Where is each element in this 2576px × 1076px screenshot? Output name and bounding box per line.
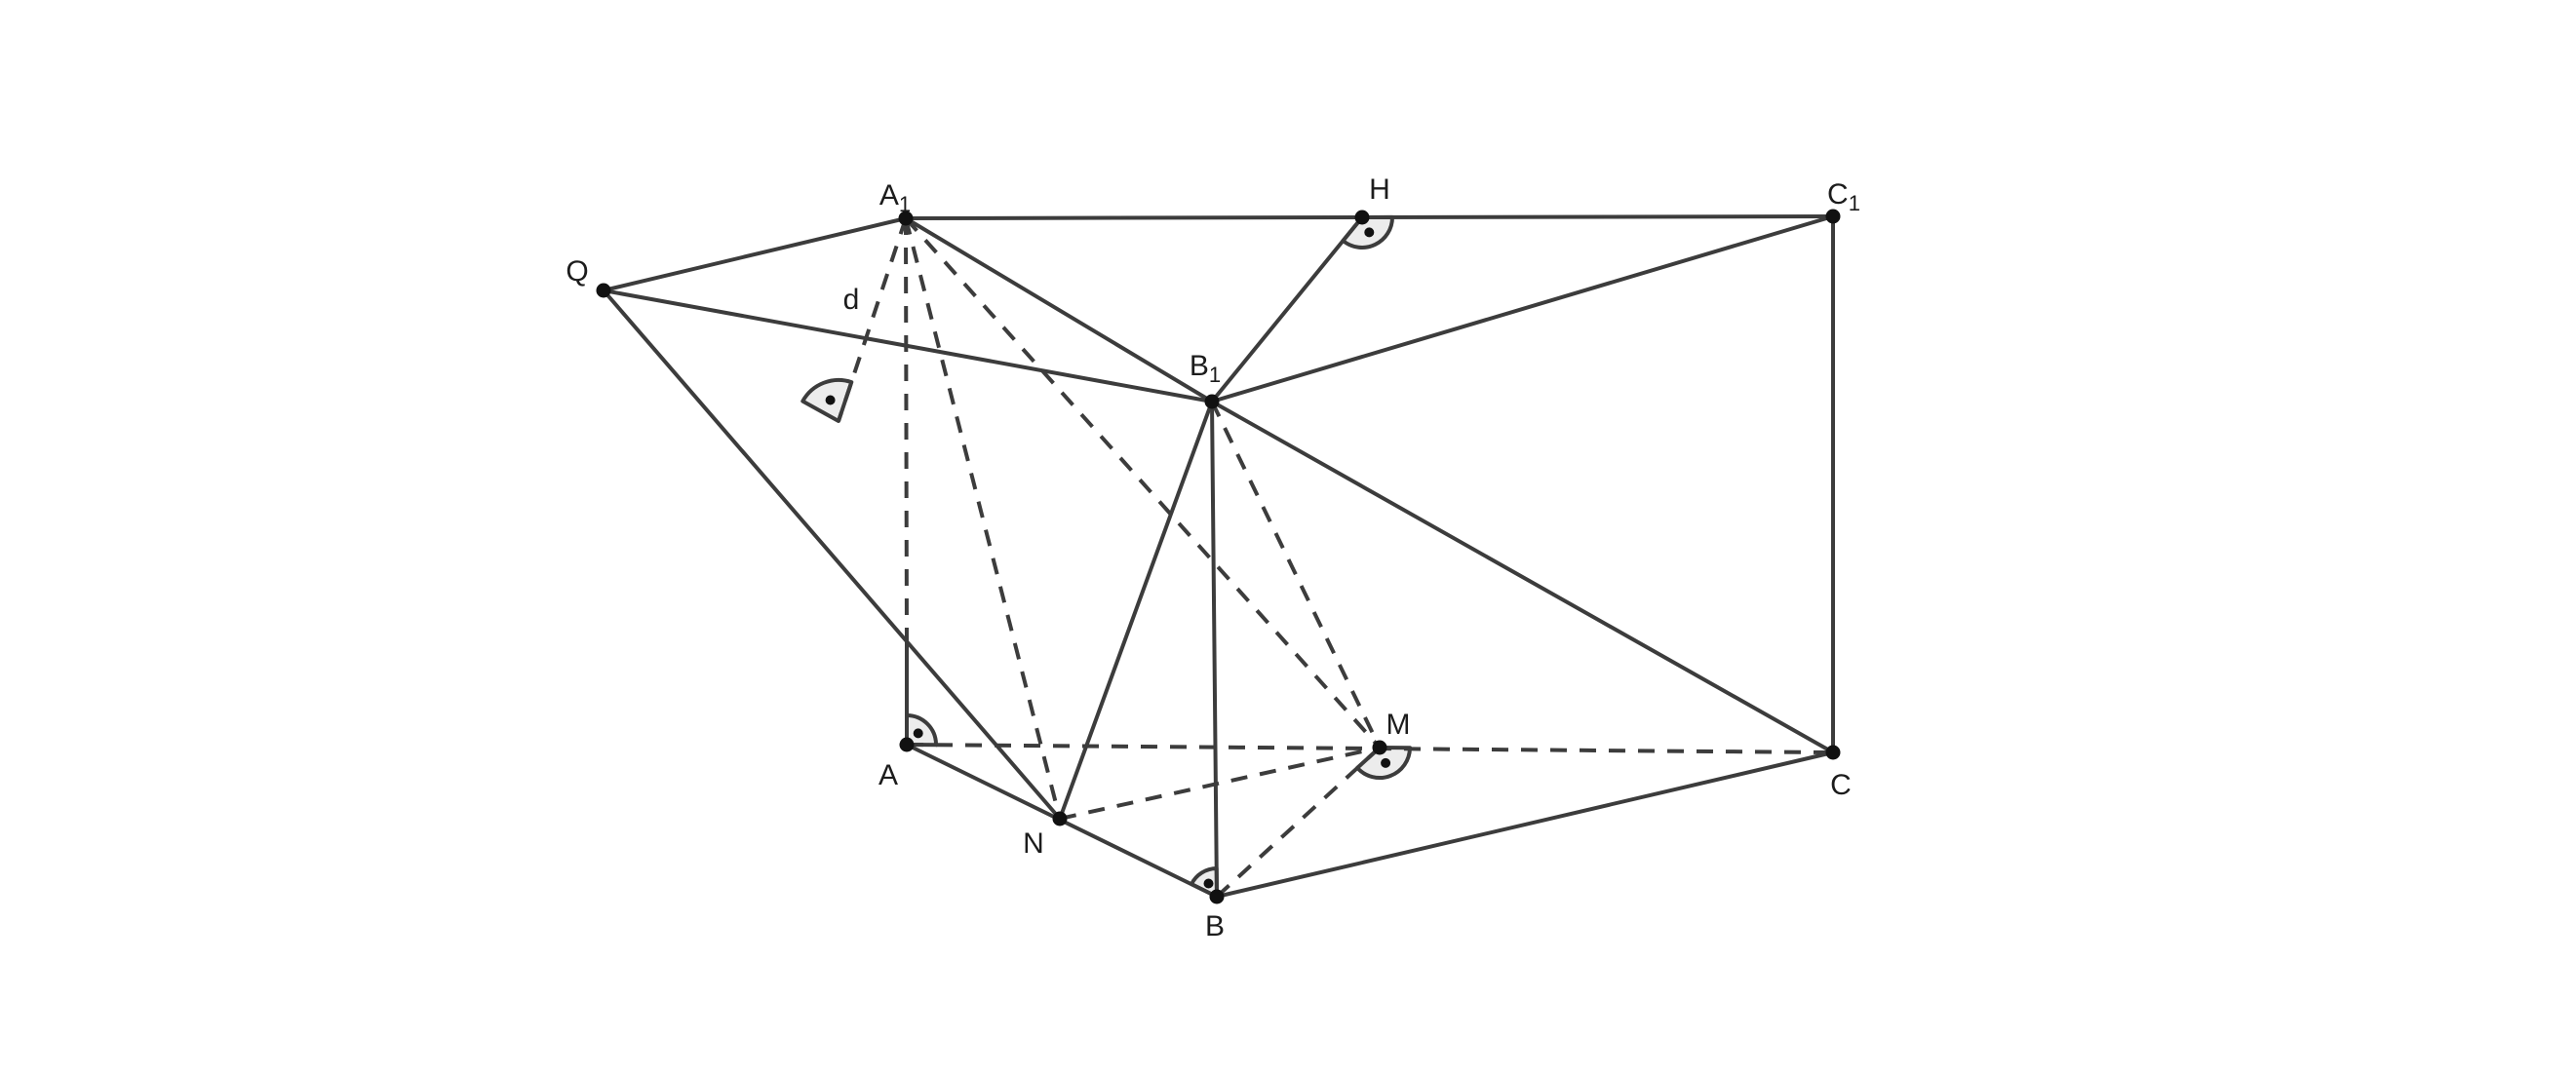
segment-B1-N xyxy=(1058,400,1214,821)
point-A1 xyxy=(898,211,914,226)
point-label-M: M xyxy=(1386,709,1411,741)
point-label-A1: A1 xyxy=(879,179,911,216)
edge-B1-C1 xyxy=(1210,214,1835,404)
point-C1 xyxy=(1825,209,1841,224)
points-layer xyxy=(596,209,1841,904)
segment-B-M xyxy=(1215,746,1382,899)
point-B1 xyxy=(1204,394,1220,409)
edge-B1-B xyxy=(1210,400,1219,899)
point-M xyxy=(1372,740,1387,755)
point-label-B: B xyxy=(1205,910,1225,942)
segment-Q-N xyxy=(602,288,1062,821)
segment-A1-M xyxy=(904,216,1382,749)
segment-A1-N xyxy=(904,217,1062,820)
segment-Q-A1 xyxy=(602,216,908,292)
point-label-A: A xyxy=(878,759,898,791)
edge-B-C xyxy=(1215,750,1835,899)
point-B xyxy=(1209,889,1225,904)
right-angle-at-A-dot xyxy=(913,728,923,739)
segment-B1-H xyxy=(1210,215,1364,404)
angle-markers-layer xyxy=(800,214,1412,899)
point-N xyxy=(1052,811,1068,826)
point-A xyxy=(899,737,915,752)
point-C xyxy=(1825,745,1841,760)
edge-A1-B1 xyxy=(904,216,1214,404)
point-label-H: H xyxy=(1369,173,1390,206)
point-H xyxy=(1354,210,1370,225)
point-label-B1: B1 xyxy=(1190,350,1221,387)
segment-N-M xyxy=(1059,746,1381,821)
right-angle-at-d-foot-dot xyxy=(825,395,836,405)
segment-B1-C xyxy=(1210,400,1835,754)
distance-label-d: d xyxy=(843,284,860,316)
point-label-N: N xyxy=(1023,827,1044,860)
edge-A-A1-hidden xyxy=(904,217,909,644)
segments-layer xyxy=(602,214,1835,899)
right-angle-at-B-dot xyxy=(1203,878,1214,889)
point-label-Q: Q xyxy=(566,255,588,288)
right-angle-at-H-dot xyxy=(1364,227,1375,238)
labels-layer: A1Q B1 H C1A N B M Cd xyxy=(566,173,1860,942)
edge-A-C-hidden xyxy=(906,743,1834,754)
segment-B1-M xyxy=(1210,401,1382,749)
segment-d-A1-foot xyxy=(837,217,908,422)
point-Q xyxy=(596,283,611,298)
point-label-C: C xyxy=(1830,769,1852,801)
point-label-C1: C1 xyxy=(1827,178,1860,215)
right-angle-at-M-dot xyxy=(1381,757,1391,768)
